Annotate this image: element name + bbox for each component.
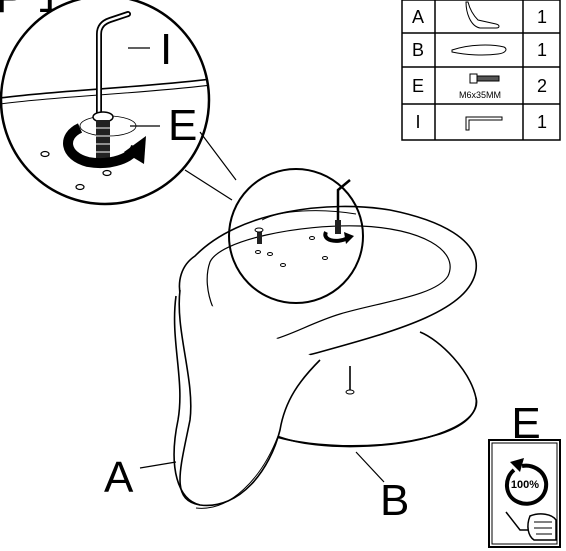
parts-table-row-e: E M6x35MM 2 [412,73,547,100]
part-qty-i: 1 [537,112,547,132]
tighten-percent: 100% [511,479,539,491]
part-letter-b: B [412,40,424,60]
part-qty-a: 1 [537,7,547,27]
rotate-arrow-icon [63,123,141,168]
base-part-icon [465,1,500,29]
label-a: A [104,453,134,502]
tighten-note: E 100% [488,399,561,548]
zoom-key-label: I [160,25,172,74]
detail-circle [228,168,364,304]
parts-table-row-b: B 1 [412,40,547,60]
part-letter-a: A [412,7,424,27]
part-letter-e: E [412,76,424,96]
bolt-icon [469,73,500,84]
zoom-callout: I E [0,0,211,206]
part-qty-e: 2 [537,76,547,96]
parts-table [401,0,561,141]
bolt-spec: M6x35MM [459,90,501,100]
tabletop-part-icon [451,44,507,56]
zoom-bolt-label: E [168,101,197,150]
parts-table-row-i: I 1 [415,112,547,132]
allen-key-icon [465,116,503,131]
parts-table-row-a: A 1 [412,1,547,29]
bolt [92,111,114,164]
table-illustration [173,205,478,509]
hand-tool-icon [505,511,557,541]
label-b: B [380,476,409,525]
part-qty-b: 1 [537,40,547,60]
part-letter-i: I [415,112,420,132]
rotate-full-icon [505,463,549,506]
